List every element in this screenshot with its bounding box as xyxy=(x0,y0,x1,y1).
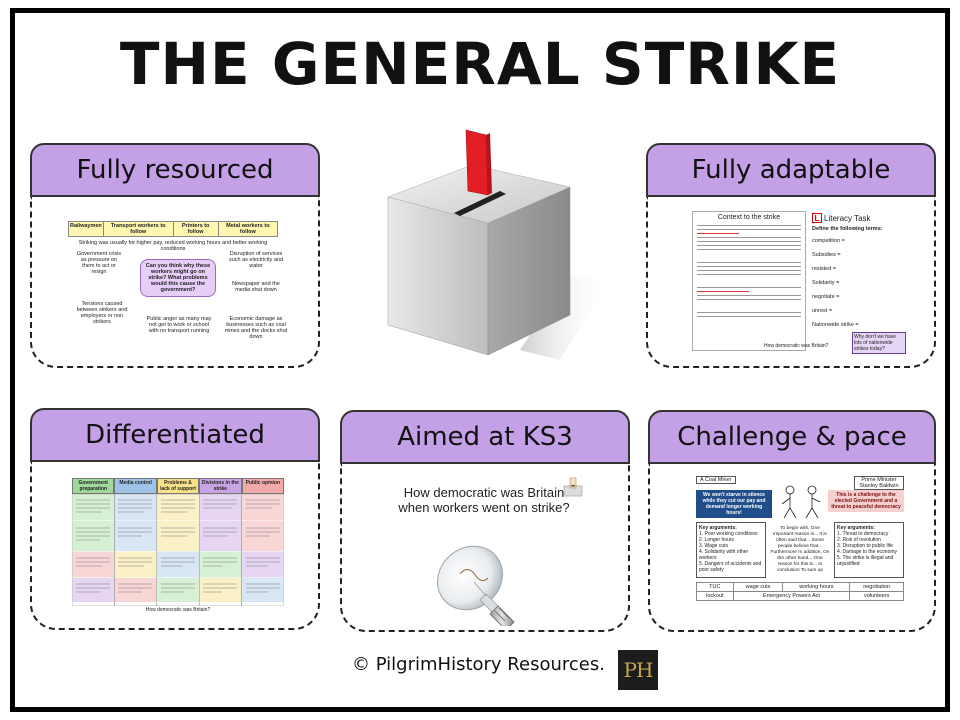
card-header: Fully adaptable xyxy=(646,143,936,197)
page-title: THE GENERAL STRIKE xyxy=(119,30,841,98)
worksheet-preview: Government preparation Media control Pro… xyxy=(72,478,284,613)
sentence-starters: To begin with, One important reason is..… xyxy=(770,526,830,573)
argument: 5. The strike is illegal and unjustified xyxy=(837,555,894,567)
table-note: Striking was usually for higher pay, red… xyxy=(78,240,268,253)
word-bank: TUC wage cuts working hours negotiation … xyxy=(696,581,904,602)
point: Government crisis as pressure on them to… xyxy=(76,251,122,275)
argument: 2. Longer hours xyxy=(699,537,735,543)
card-header: Fully resourced xyxy=(30,143,320,197)
literacy-task-panel: L Literacy Task Define the following ter… xyxy=(812,213,906,354)
table-header: Printers to follow xyxy=(172,220,219,238)
worksheet-preview: A Coal Miner Prime Minister Stanley Bald… xyxy=(694,476,906,614)
point: Newspaper and the media shut down xyxy=(232,281,280,293)
worksheet-preview: Railwaymen Transport workers to follow P… xyxy=(68,220,308,361)
argument: 3. Disruption to public life xyxy=(837,543,893,549)
task-subtitle: Define the following terms: xyxy=(812,226,883,232)
table-header: Railwaymen xyxy=(68,220,104,238)
grid-cells xyxy=(72,494,284,606)
copyright-text: © PilgrimHistory Resources. xyxy=(352,654,605,675)
ballot-mini-icon xyxy=(562,476,584,498)
term: competition = xyxy=(812,238,845,244)
word-bank-cell: working hours xyxy=(782,581,851,593)
l-plate-icon: L xyxy=(812,213,822,223)
text-lines xyxy=(697,225,801,317)
right-arguments: Key arguments: 1. Threat to democracy 2.… xyxy=(834,522,904,578)
card-header: Differentiated xyxy=(30,408,320,462)
left-title: A Coal Miner xyxy=(696,476,736,484)
point: Economic damage as businesses such as co… xyxy=(224,316,288,340)
term: resisted = xyxy=(812,266,836,272)
ph-logo: PH xyxy=(618,650,658,690)
task-title: Literacy Task xyxy=(824,213,871,223)
left-arguments: Key arguments: 1. Poor working condition… xyxy=(696,522,766,578)
term: Subsidies = xyxy=(812,252,841,258)
grid-header: Public opinion xyxy=(241,478,284,494)
word-bank-cell: TUC xyxy=(696,581,734,593)
grid-header: Government preparation xyxy=(72,478,115,494)
term: Nationwide strike = xyxy=(812,322,859,328)
ks3-question: How democratic was Britain when workers … xyxy=(398,485,570,515)
card-aimed-at-ks3: Aimed at KS3 How democratic was Britain … xyxy=(340,410,630,632)
word-bank-cell: lockout xyxy=(696,591,734,602)
lightbulb-icon xyxy=(428,534,538,630)
colour-grid: Government preparation Media control Pro… xyxy=(72,478,284,494)
card-differentiated: Differentiated Government preparation Me… xyxy=(30,408,320,630)
term: unrest = xyxy=(812,308,833,314)
card-fully-resourced: Fully resourced Railwaymen Transport wor… xyxy=(30,143,320,368)
point: Disruption of services such as electrici… xyxy=(228,251,284,269)
left-quote: We won't starve in silence while they cu… xyxy=(696,490,772,518)
card-body: Railwaymen Transport workers to follow P… xyxy=(30,197,320,368)
term: negotiate = xyxy=(812,294,840,300)
grid-header: Media control xyxy=(114,478,157,494)
card-header: Challenge & pace xyxy=(648,410,936,464)
grid-header: Problems & lack of support xyxy=(156,478,200,494)
card-body: How democratic was Britain when workers … xyxy=(340,464,630,632)
prompt-box: Why don't we have lots of nationwide str… xyxy=(852,332,906,354)
point: Tensions caused between strikers and emp… xyxy=(76,301,128,325)
argument: 2. Risk of revolution xyxy=(837,537,881,543)
argument: 3. Wage cuts xyxy=(699,543,728,549)
context-title: Context to the strike xyxy=(717,214,781,221)
term: Solidarity = xyxy=(812,280,840,286)
word-bank-cell: volunteers xyxy=(849,591,904,602)
argument: 4. Solidarity with other workers xyxy=(699,549,749,561)
args-title: Key arguments: xyxy=(699,525,737,531)
card-body: A Coal Miner Prime Minister Stanley Bald… xyxy=(648,464,936,632)
card-challenge-pace: Challenge & pace A Coal Miner Prime Mini… xyxy=(648,410,936,632)
question-bubble: Can you think why these workers might go… xyxy=(140,259,216,297)
right-quote: This is a challenge to the elected Gover… xyxy=(828,490,904,512)
worksheet-footer: How democratic was Britain? xyxy=(764,343,829,349)
figures-cartoon xyxy=(778,480,824,520)
argument: 5. Dangers of accidents and poor safety xyxy=(699,561,762,573)
point: Public anger as many may not get to work… xyxy=(146,316,212,334)
word-bank-cell: negotiation xyxy=(849,581,904,593)
word-bank-cell: wage cuts xyxy=(732,581,784,593)
table-header: Transport workers to follow xyxy=(102,220,174,238)
argument: 4. Damage to the economy xyxy=(837,549,898,555)
card-fully-adaptable: Fully adaptable Context to the strike L xyxy=(646,143,936,368)
argument: 1. Threat to democracy xyxy=(837,531,889,537)
ballot-box-illustration xyxy=(370,125,610,365)
card-body: Context to the strike L Literacy Task De… xyxy=(646,197,936,368)
table-header: Metal workers to follow xyxy=(217,220,279,238)
word-bank-cell: Emergency Powers Act xyxy=(732,591,851,602)
args-title: Key arguments: xyxy=(837,525,875,531)
grid-header: Divisions in the strike xyxy=(199,478,242,494)
worksheet-footer: How democratic was Britain? xyxy=(145,607,211,613)
argument: 1. Poor working conditions xyxy=(699,531,758,537)
right-title: Prime Minister Stanley Baldwin xyxy=(854,476,904,490)
context-panel: Context to the strike xyxy=(692,211,806,351)
card-header: Aimed at KS3 xyxy=(340,410,630,464)
worksheet-preview: Context to the strike L Literacy Task De… xyxy=(692,211,906,354)
card-body: Government preparation Media control Pro… xyxy=(30,462,320,630)
